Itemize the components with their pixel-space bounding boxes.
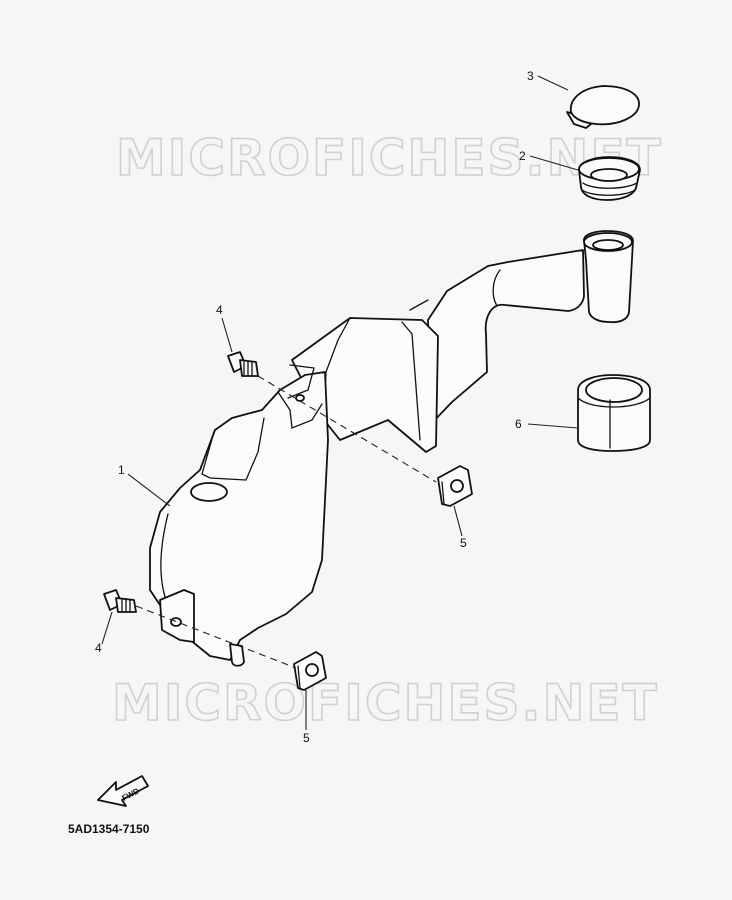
bolt-lower-part (103, 589, 137, 613)
callout-6: 6 (515, 417, 522, 431)
clip-nut-upper-part (437, 465, 473, 507)
callout-2: 2 (519, 149, 526, 163)
callout-5-upper: 5 (460, 536, 467, 550)
clamp-part (577, 374, 651, 452)
callout-4-lower: 4 (95, 641, 102, 655)
forward-arrow-icon: FWD (97, 775, 149, 807)
watermark-top: MICROFICHES.NET (116, 129, 663, 187)
callout-5-lower: 5 (303, 731, 310, 745)
watermark-bottom: MICROFICHES.NET (112, 674, 659, 732)
grommet-part (578, 156, 641, 201)
callout-3: 3 (527, 69, 534, 83)
clip-nut-lower-part (293, 651, 327, 691)
diagram-code: 5AD1354-7150 (68, 822, 150, 836)
callout-1: 1 (118, 463, 125, 477)
assembly-line-upper (257, 375, 437, 483)
assembly-line-lower (135, 605, 297, 669)
reservoir-tank-part (149, 230, 634, 667)
callout-4-upper: 4 (216, 303, 223, 317)
bolt-upper-part (227, 351, 259, 377)
cap-part (566, 85, 640, 129)
